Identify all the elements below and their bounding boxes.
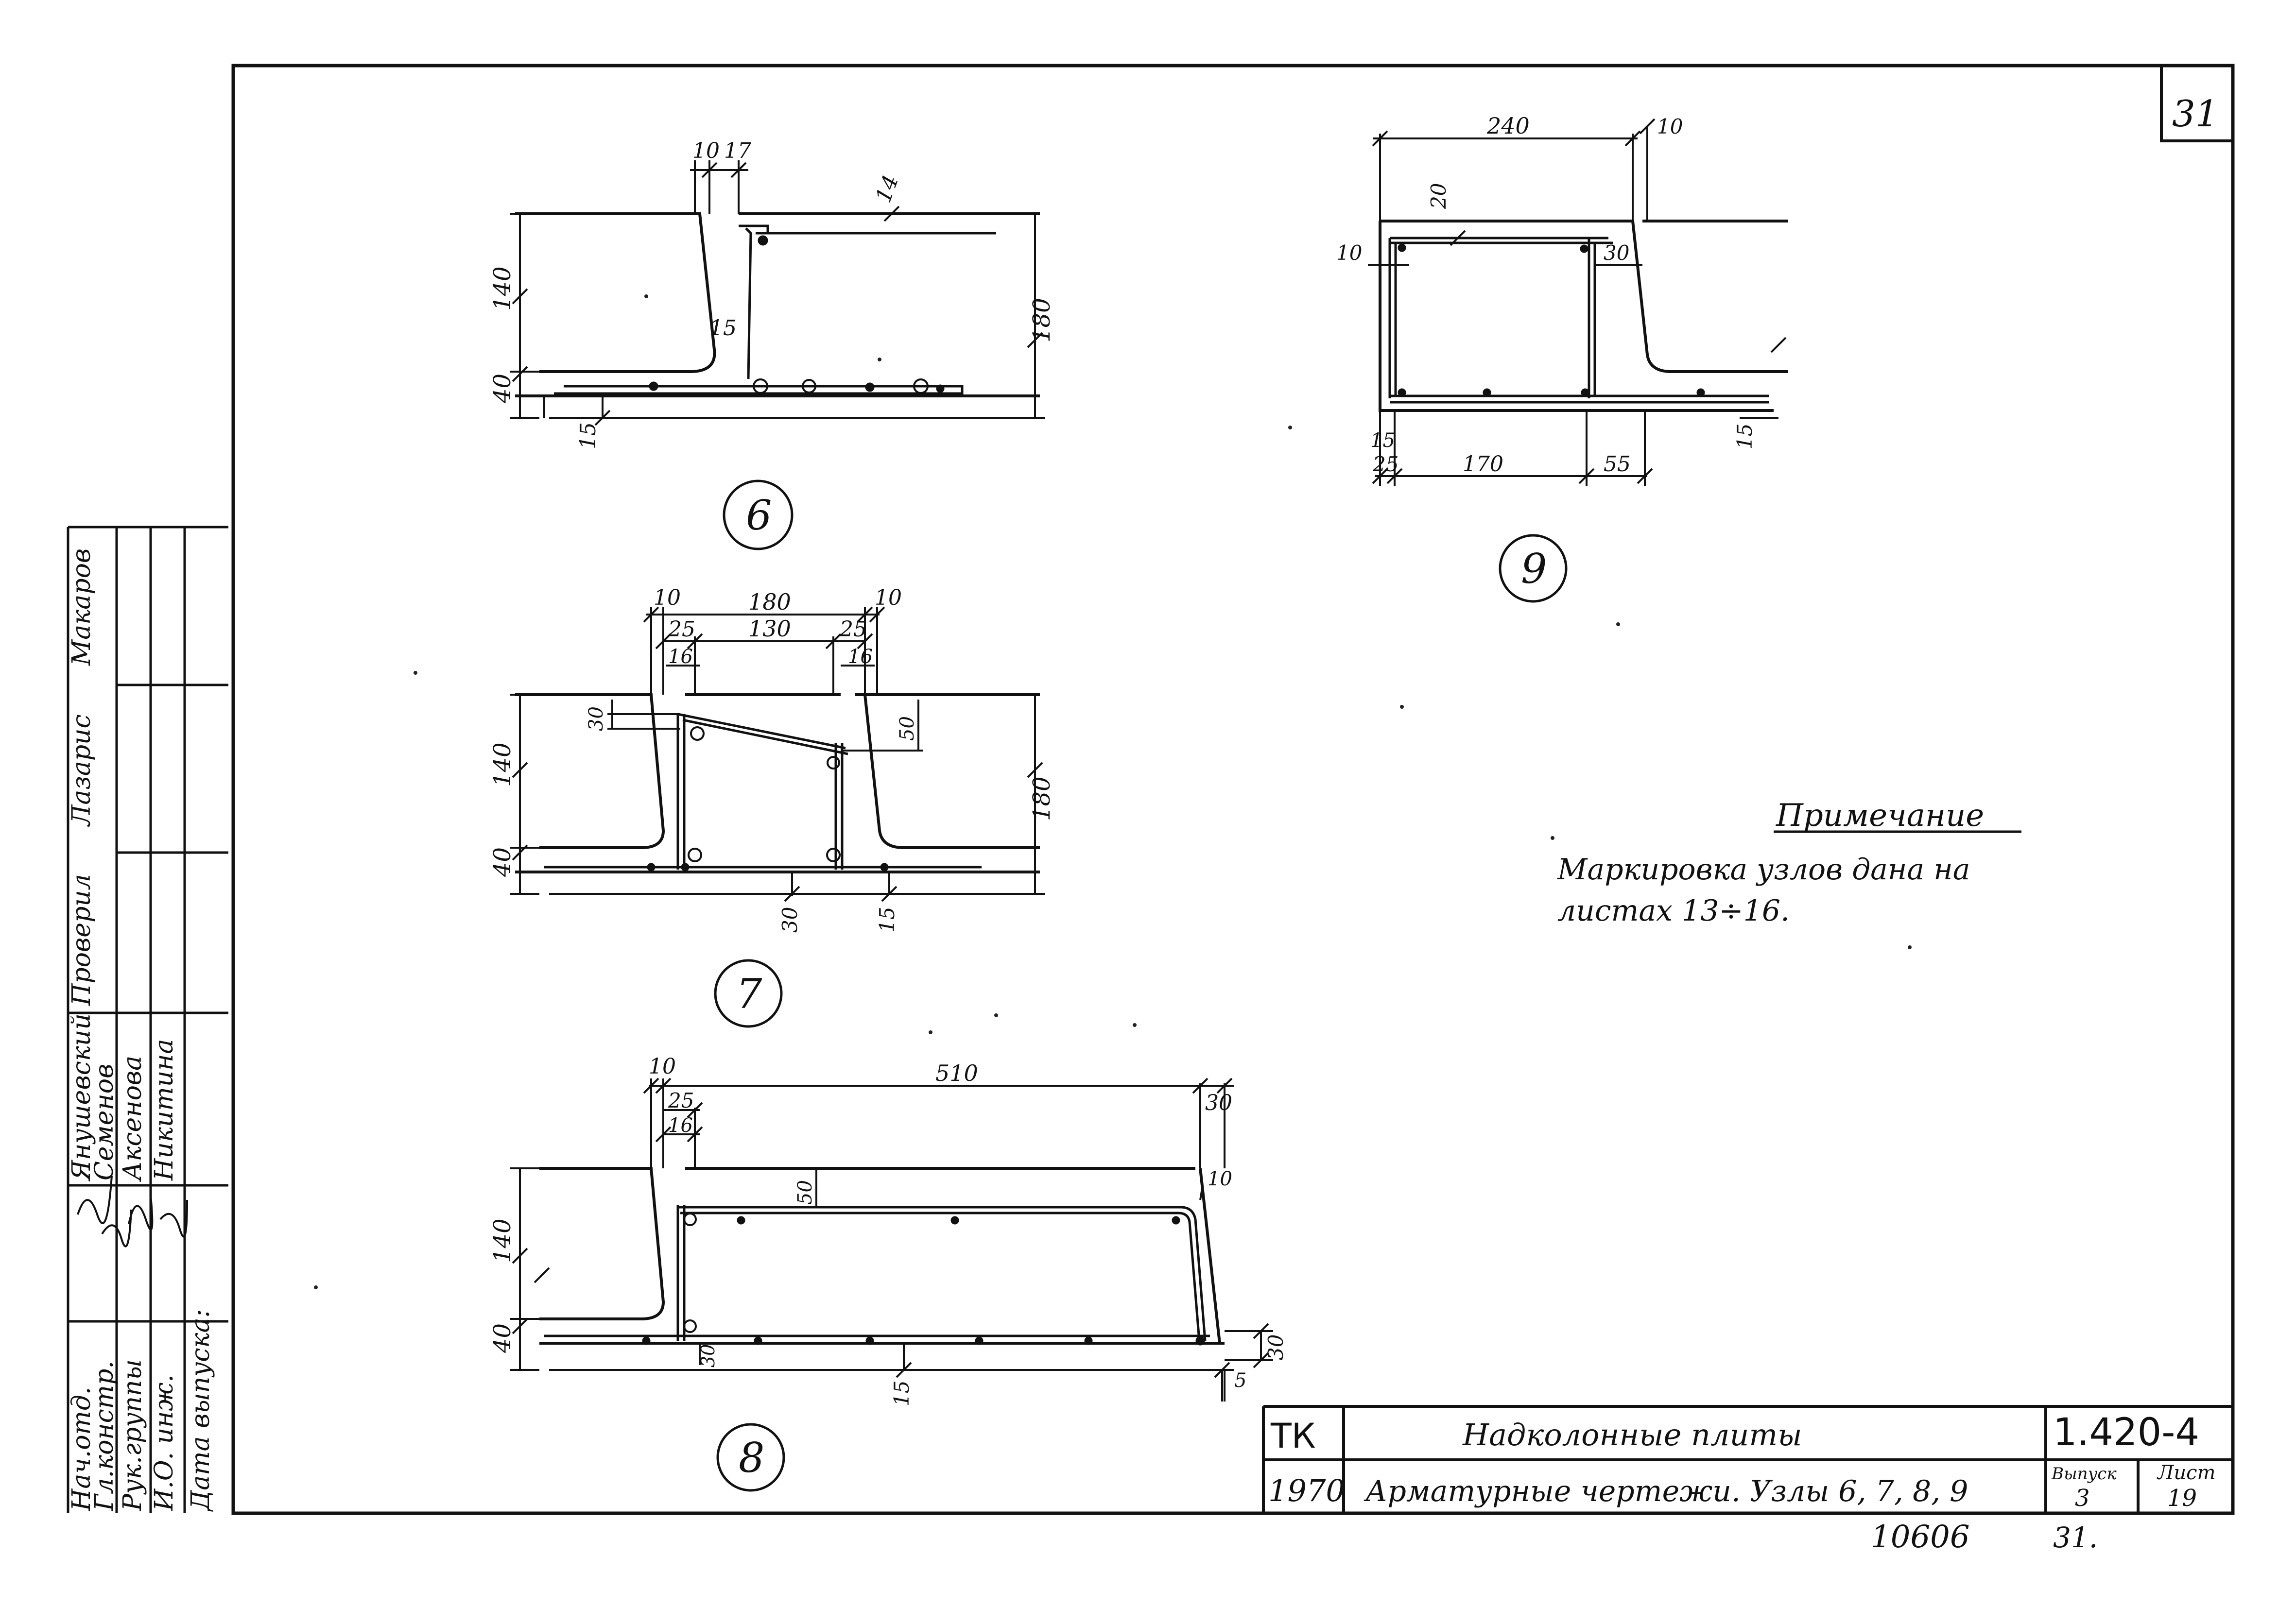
stamp-role-2: Гл.констр. [90, 1361, 119, 1511]
note-heading: Примечание [1776, 798, 1984, 834]
n7-dim-25-left: 25 [668, 617, 695, 642]
title-code: ТК [1270, 1416, 1315, 1456]
n8-dim-30-bottom: 30 [697, 1344, 719, 1368]
n8-dim-140: 140 [489, 1218, 516, 1263]
sheet-frame [231, 64, 2235, 1515]
n9-dim-25: 25 [1372, 452, 1398, 476]
n7-dim-15-bottom: 15 [875, 907, 899, 933]
node-9-dim-labels: 240 10 20 10 30 15 25 170 55 15 9 [1336, 113, 1757, 593]
n9-dim-10-top: 10 [1657, 115, 1683, 138]
n8-dim-40: 40 [489, 1323, 516, 1353]
stamp-role-1: Нач.отд. [67, 1387, 96, 1511]
n8-dim-510: 510 [935, 1060, 978, 1086]
bottom-sheet-ref: 31. [2053, 1521, 2098, 1554]
page-number: 31 [2172, 92, 2218, 135]
n6-dim-140: 140 [489, 266, 516, 311]
n6-dim-40: 40 [489, 374, 516, 404]
side-stamp: Нач.отд. Гл.констр. Рук.группы И.О. инж.… [67, 526, 228, 1513]
n9-dim-15-right: 15 [1733, 424, 1757, 449]
note-line-1: Маркировка узлов дана на [1557, 853, 1970, 887]
stamp-name-4: Никитина [150, 1039, 179, 1181]
n9-dim-55: 55 [1604, 452, 1631, 477]
title-line-2: Арматурные чертежи. Узлы 6, 7, 8, 9 [1364, 1474, 1968, 1508]
stamp-upper-3: Макаров [67, 548, 96, 666]
n8-dim-15-bottom: 15 [890, 1381, 914, 1406]
n8-dim-25: 25 [668, 1089, 694, 1112]
n7-dim-140: 140 [489, 742, 516, 787]
note-line-2: листах 13÷16. [1557, 894, 1790, 928]
n9-dim-30: 30 [1604, 241, 1629, 265]
n6-dim-180: 180 [1028, 298, 1055, 342]
node-8-dim-labels: 10 510 30 25 16 50 10 140 40 30 15 30 5 … [489, 1054, 1288, 1482]
note: Примечание Маркировка узлов дана на лист… [1557, 798, 2021, 928]
n9-dim-10-left: 10 [1336, 241, 1362, 265]
node-7-label: 7 [736, 970, 762, 1018]
n8-dim-10-top: 10 [649, 1054, 676, 1079]
title-sheet-value: 19 [2167, 1485, 2197, 1512]
scan-specks [314, 294, 1912, 1289]
n8-dim-50: 50 [794, 1180, 816, 1205]
node-7-dim-labels: 10 180 10 25 130 25 16 16 30 50 140 40 1… [489, 585, 1055, 1018]
n9-dim-240: 240 [1486, 113, 1530, 139]
node-8-label: 8 [739, 1434, 764, 1482]
stamp-name-2: Семенов [90, 1064, 119, 1180]
n8-dim-16: 16 [668, 1114, 693, 1137]
stamp-upper-1: Проверил [67, 874, 96, 1006]
n7-dim-130: 130 [748, 615, 791, 642]
n8-dim-10-right: 10 [1208, 1168, 1232, 1190]
node-9-label: 9 [1521, 545, 1547, 593]
stamp-upper-2: Лазарис [67, 714, 96, 827]
n7-dim-16-right: 16 [848, 646, 873, 668]
node-6-detail [510, 160, 1045, 550]
n9-dim-15-left: 15 [1370, 429, 1395, 452]
title-year: 1970 [1268, 1473, 1345, 1508]
page-number-box: 31 [2160, 66, 2233, 142]
n7-dim-16-left: 16 [668, 646, 693, 668]
title-issue-label: Выпуск [2051, 1464, 2117, 1484]
node-8-detail [510, 1077, 1273, 1492]
title-line-1: Надколонные плиты [1462, 1417, 1802, 1453]
n7-dim-30-bottom: 30 [778, 907, 802, 933]
stamp-signatures [77, 1175, 188, 1248]
node-7-detail [510, 606, 1045, 1028]
stamp-role-3: Рук.группы [118, 1359, 147, 1511]
n8-dim-30-top: 30 [1205, 1091, 1232, 1115]
stamp-role-5: Дата выпуска: [186, 1309, 215, 1512]
node-6-dim-labels: 10 17 14 140 40 180 15 15 6 [489, 138, 1055, 539]
stamp-name-1: Янушевский [67, 1013, 96, 1181]
n7-dim-50: 50 [896, 716, 918, 741]
stamp-role-4: И.О. инж. [150, 1374, 179, 1511]
n7-dim-180-top: 180 [748, 589, 791, 615]
stamp-name-3: Аксенова [118, 1056, 147, 1182]
n7-dim-40: 40 [489, 847, 516, 877]
n6-dim-10: 10 [692, 138, 720, 163]
n7-dim-25-right: 25 [839, 617, 867, 642]
n6-dim-15-bend: 15 [709, 316, 737, 341]
bottom-number: 10606 [1871, 1519, 1970, 1555]
title-block: ТК 1970 Надколонные плиты Арматурные чер… [1262, 1405, 2233, 1513]
title-sheet-label: Лист [2157, 1462, 2215, 1484]
n6-dim-15-bottom: 15 [576, 422, 601, 449]
n7-dim-10-left: 10 [654, 585, 681, 610]
n6-dim-14: 14 [871, 172, 903, 206]
n9-dim-170: 170 [1463, 452, 1503, 477]
node-9-detail [1368, 118, 1788, 603]
title-series: 1.420-4 [2053, 1411, 2199, 1454]
node-6-label: 6 [746, 492, 772, 539]
n7-dim-10-right: 10 [875, 585, 902, 610]
n9-dim-20: 20 [1427, 183, 1450, 209]
n7-dim-30-left: 30 [585, 706, 607, 731]
n6-dim-17: 17 [724, 138, 751, 163]
n7-dim-180-right: 180 [1028, 776, 1055, 821]
n8-dim-30-right: 30 [1264, 1334, 1288, 1360]
n8-dim-5: 5 [1234, 1369, 1246, 1392]
title-issue-value: 3 [2075, 1485, 2090, 1512]
